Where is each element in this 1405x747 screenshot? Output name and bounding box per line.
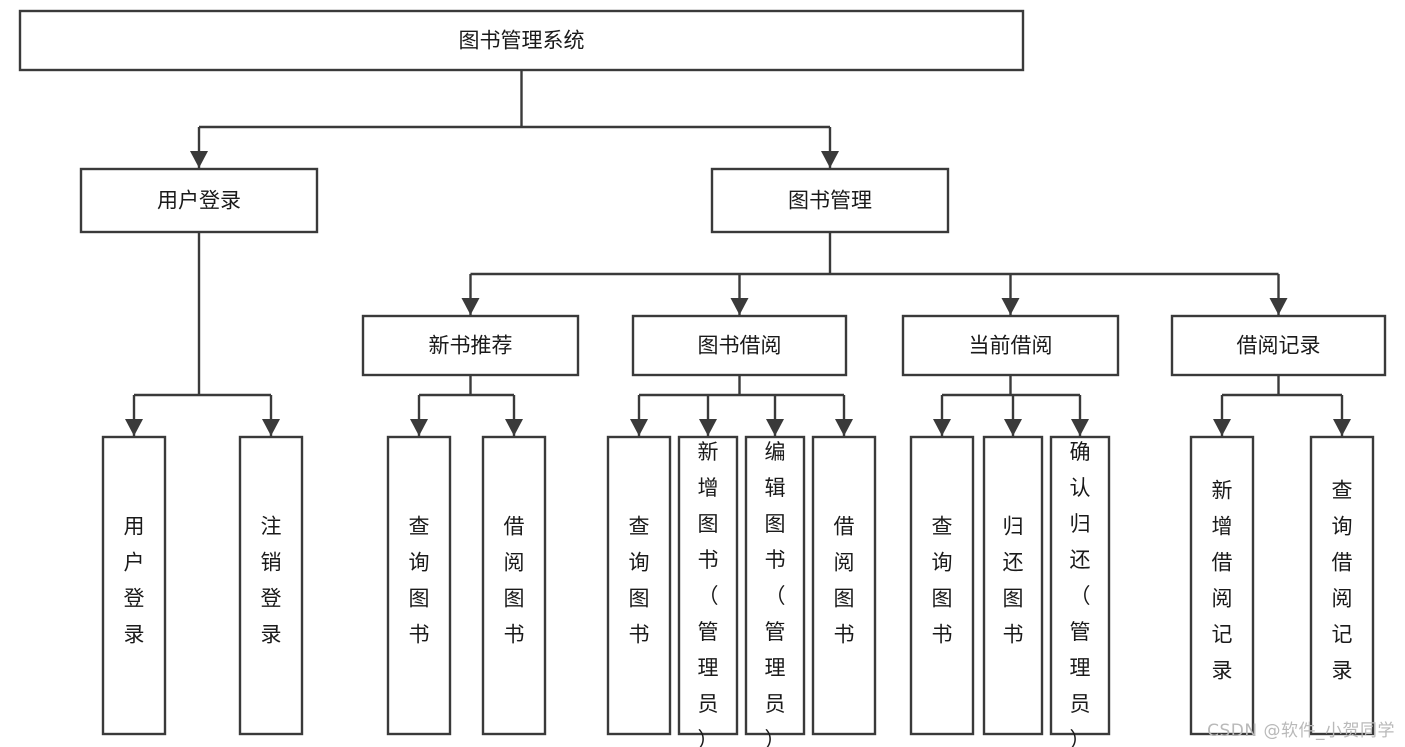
node-leaf-query-book-3[interactable]: 查询图书 bbox=[909, 435, 975, 736]
arrow-head-icon bbox=[190, 151, 208, 168]
node-new-book-recommend[interactable]: 新书推荐 bbox=[361, 314, 580, 377]
node-leaf-add-record-box bbox=[1189, 435, 1255, 736]
node-leaf-add-book[interactable]: 新增图书（管理员） bbox=[677, 435, 739, 747]
node-book-manage-box bbox=[710, 167, 950, 234]
node-borrow-record-box bbox=[1170, 314, 1387, 377]
node-root-label: 图书管理系统 bbox=[459, 29, 585, 53]
node-leaf-query-record[interactable]: 查询借阅记录 bbox=[1309, 435, 1375, 736]
node-leaf-confirm-return[interactable]: 确认归还（管理员） bbox=[1049, 435, 1111, 747]
arrow-head-icon bbox=[461, 298, 480, 315]
node-leaf-borrow-book-1-label: 借阅图书 bbox=[504, 515, 525, 647]
arrow-head-icon bbox=[1213, 419, 1231, 436]
arrow-head-icon bbox=[1071, 419, 1089, 436]
node-leaf-borrow-book-2[interactable]: 借阅图书 bbox=[811, 435, 877, 736]
node-leaf-edit-book-label: 编辑图书（管理员） bbox=[765, 440, 786, 747]
node-leaf-add-book-box bbox=[677, 435, 739, 736]
node-user-login-box bbox=[79, 167, 319, 234]
node-new-book-recommend-label: 新书推荐 bbox=[429, 334, 513, 358]
arrow-head-icon bbox=[410, 419, 428, 436]
edge-group-book-manage bbox=[461, 232, 1288, 315]
node-root[interactable]: 图书管理系统 bbox=[18, 9, 1025, 72]
arrow-head-icon bbox=[262, 419, 280, 436]
node-book-borrow[interactable]: 图书借阅 bbox=[631, 314, 848, 377]
edge-group-borrow-record bbox=[1213, 375, 1351, 436]
node-leaf-borrow-book-1[interactable]: 借阅图书 bbox=[481, 435, 547, 736]
node-leaf-confirm-return-label: 确认归还（管理员） bbox=[1070, 440, 1091, 747]
node-leaf-query-book-1-box bbox=[386, 435, 452, 736]
node-leaf-edit-book[interactable]: 编辑图书（管理员） bbox=[744, 435, 806, 747]
node-user-login-label: 用户登录 bbox=[157, 189, 241, 213]
node-book-manage[interactable]: 图书管理 bbox=[710, 167, 950, 234]
node-leaf-return-book-label: 归还图书 bbox=[1003, 515, 1024, 647]
node-leaf-confirm-return-box bbox=[1049, 435, 1111, 736]
node-leaf-return-book-box bbox=[982, 435, 1044, 736]
edges-layer bbox=[125, 70, 1351, 436]
node-leaf-query-record-label: 查询借阅记录 bbox=[1332, 479, 1353, 683]
node-current-borrow-box bbox=[901, 314, 1120, 377]
node-borrow-record[interactable]: 借阅记录 bbox=[1170, 314, 1387, 377]
node-leaf-query-book-1[interactable]: 查询图书 bbox=[386, 435, 452, 736]
arrow-head-icon bbox=[766, 419, 784, 436]
node-leaf-borrow-book-2-box bbox=[811, 435, 877, 736]
node-current-borrow-label: 当前借阅 bbox=[969, 334, 1053, 358]
nodes-layer: 图书管理系统用户登录图书管理新书推荐图书借阅当前借阅借阅记录用户登录注销登录查询… bbox=[18, 9, 1387, 747]
edge-group-new-book-recommend bbox=[410, 375, 523, 436]
arrow-head-icon bbox=[1004, 419, 1022, 436]
node-leaf-query-book-2-label: 查询图书 bbox=[629, 515, 650, 647]
arrow-head-icon bbox=[1333, 419, 1351, 436]
edge-group-user-login bbox=[125, 232, 280, 436]
node-leaf-query-book-1-label: 查询图书 bbox=[409, 515, 430, 647]
node-book-borrow-box bbox=[631, 314, 848, 377]
arrow-head-icon bbox=[125, 419, 143, 436]
arrow-head-icon bbox=[699, 419, 717, 436]
edge-group-book-borrow bbox=[630, 375, 853, 436]
node-book-borrow-label: 图书借阅 bbox=[698, 334, 782, 358]
node-leaf-add-record-label: 新增借阅记录 bbox=[1212, 479, 1233, 683]
node-leaf-user-logout[interactable]: 注销登录 bbox=[238, 435, 304, 736]
node-leaf-add-record[interactable]: 新增借阅记录 bbox=[1189, 435, 1255, 736]
arrow-head-icon bbox=[630, 419, 648, 436]
arrow-head-icon bbox=[835, 419, 853, 436]
node-leaf-add-book-label: 新增图书（管理员） bbox=[698, 440, 719, 747]
node-leaf-borrow-book-1-box bbox=[481, 435, 547, 736]
arrow-head-icon bbox=[505, 419, 523, 436]
node-borrow-record-label: 借阅记录 bbox=[1237, 334, 1321, 358]
node-leaf-query-book-3-label: 查询图书 bbox=[932, 515, 953, 647]
node-leaf-user-logout-box bbox=[238, 435, 304, 736]
node-book-manage-label: 图书管理 bbox=[788, 189, 872, 213]
node-leaf-user-login[interactable]: 用户登录 bbox=[101, 435, 167, 736]
node-leaf-query-book-2-box bbox=[606, 435, 672, 736]
node-leaf-edit-book-box bbox=[744, 435, 806, 736]
arrow-head-icon bbox=[1269, 298, 1288, 315]
edge-group-root bbox=[190, 70, 839, 168]
arrow-head-icon bbox=[730, 298, 749, 315]
node-leaf-query-record-box bbox=[1309, 435, 1375, 736]
node-leaf-user-logout-label: 注销登录 bbox=[261, 515, 282, 647]
arrow-head-icon bbox=[1001, 298, 1020, 315]
node-leaf-borrow-book-2-label: 借阅图书 bbox=[834, 515, 855, 647]
node-leaf-user-login-box bbox=[101, 435, 167, 736]
node-leaf-query-book-2[interactable]: 查询图书 bbox=[606, 435, 672, 736]
node-new-book-recommend-box bbox=[361, 314, 580, 377]
node-current-borrow[interactable]: 当前借阅 bbox=[901, 314, 1120, 377]
node-leaf-query-book-3-box bbox=[909, 435, 975, 736]
node-leaf-user-login-label: 用户登录 bbox=[124, 515, 145, 647]
node-leaf-return-book[interactable]: 归还图书 bbox=[982, 435, 1044, 736]
node-user-login[interactable]: 用户登录 bbox=[79, 167, 319, 234]
arrow-head-icon bbox=[933, 419, 951, 436]
edge-group-current-borrow bbox=[933, 375, 1089, 436]
node-root-box bbox=[18, 9, 1025, 72]
arrow-head-icon bbox=[821, 151, 839, 168]
